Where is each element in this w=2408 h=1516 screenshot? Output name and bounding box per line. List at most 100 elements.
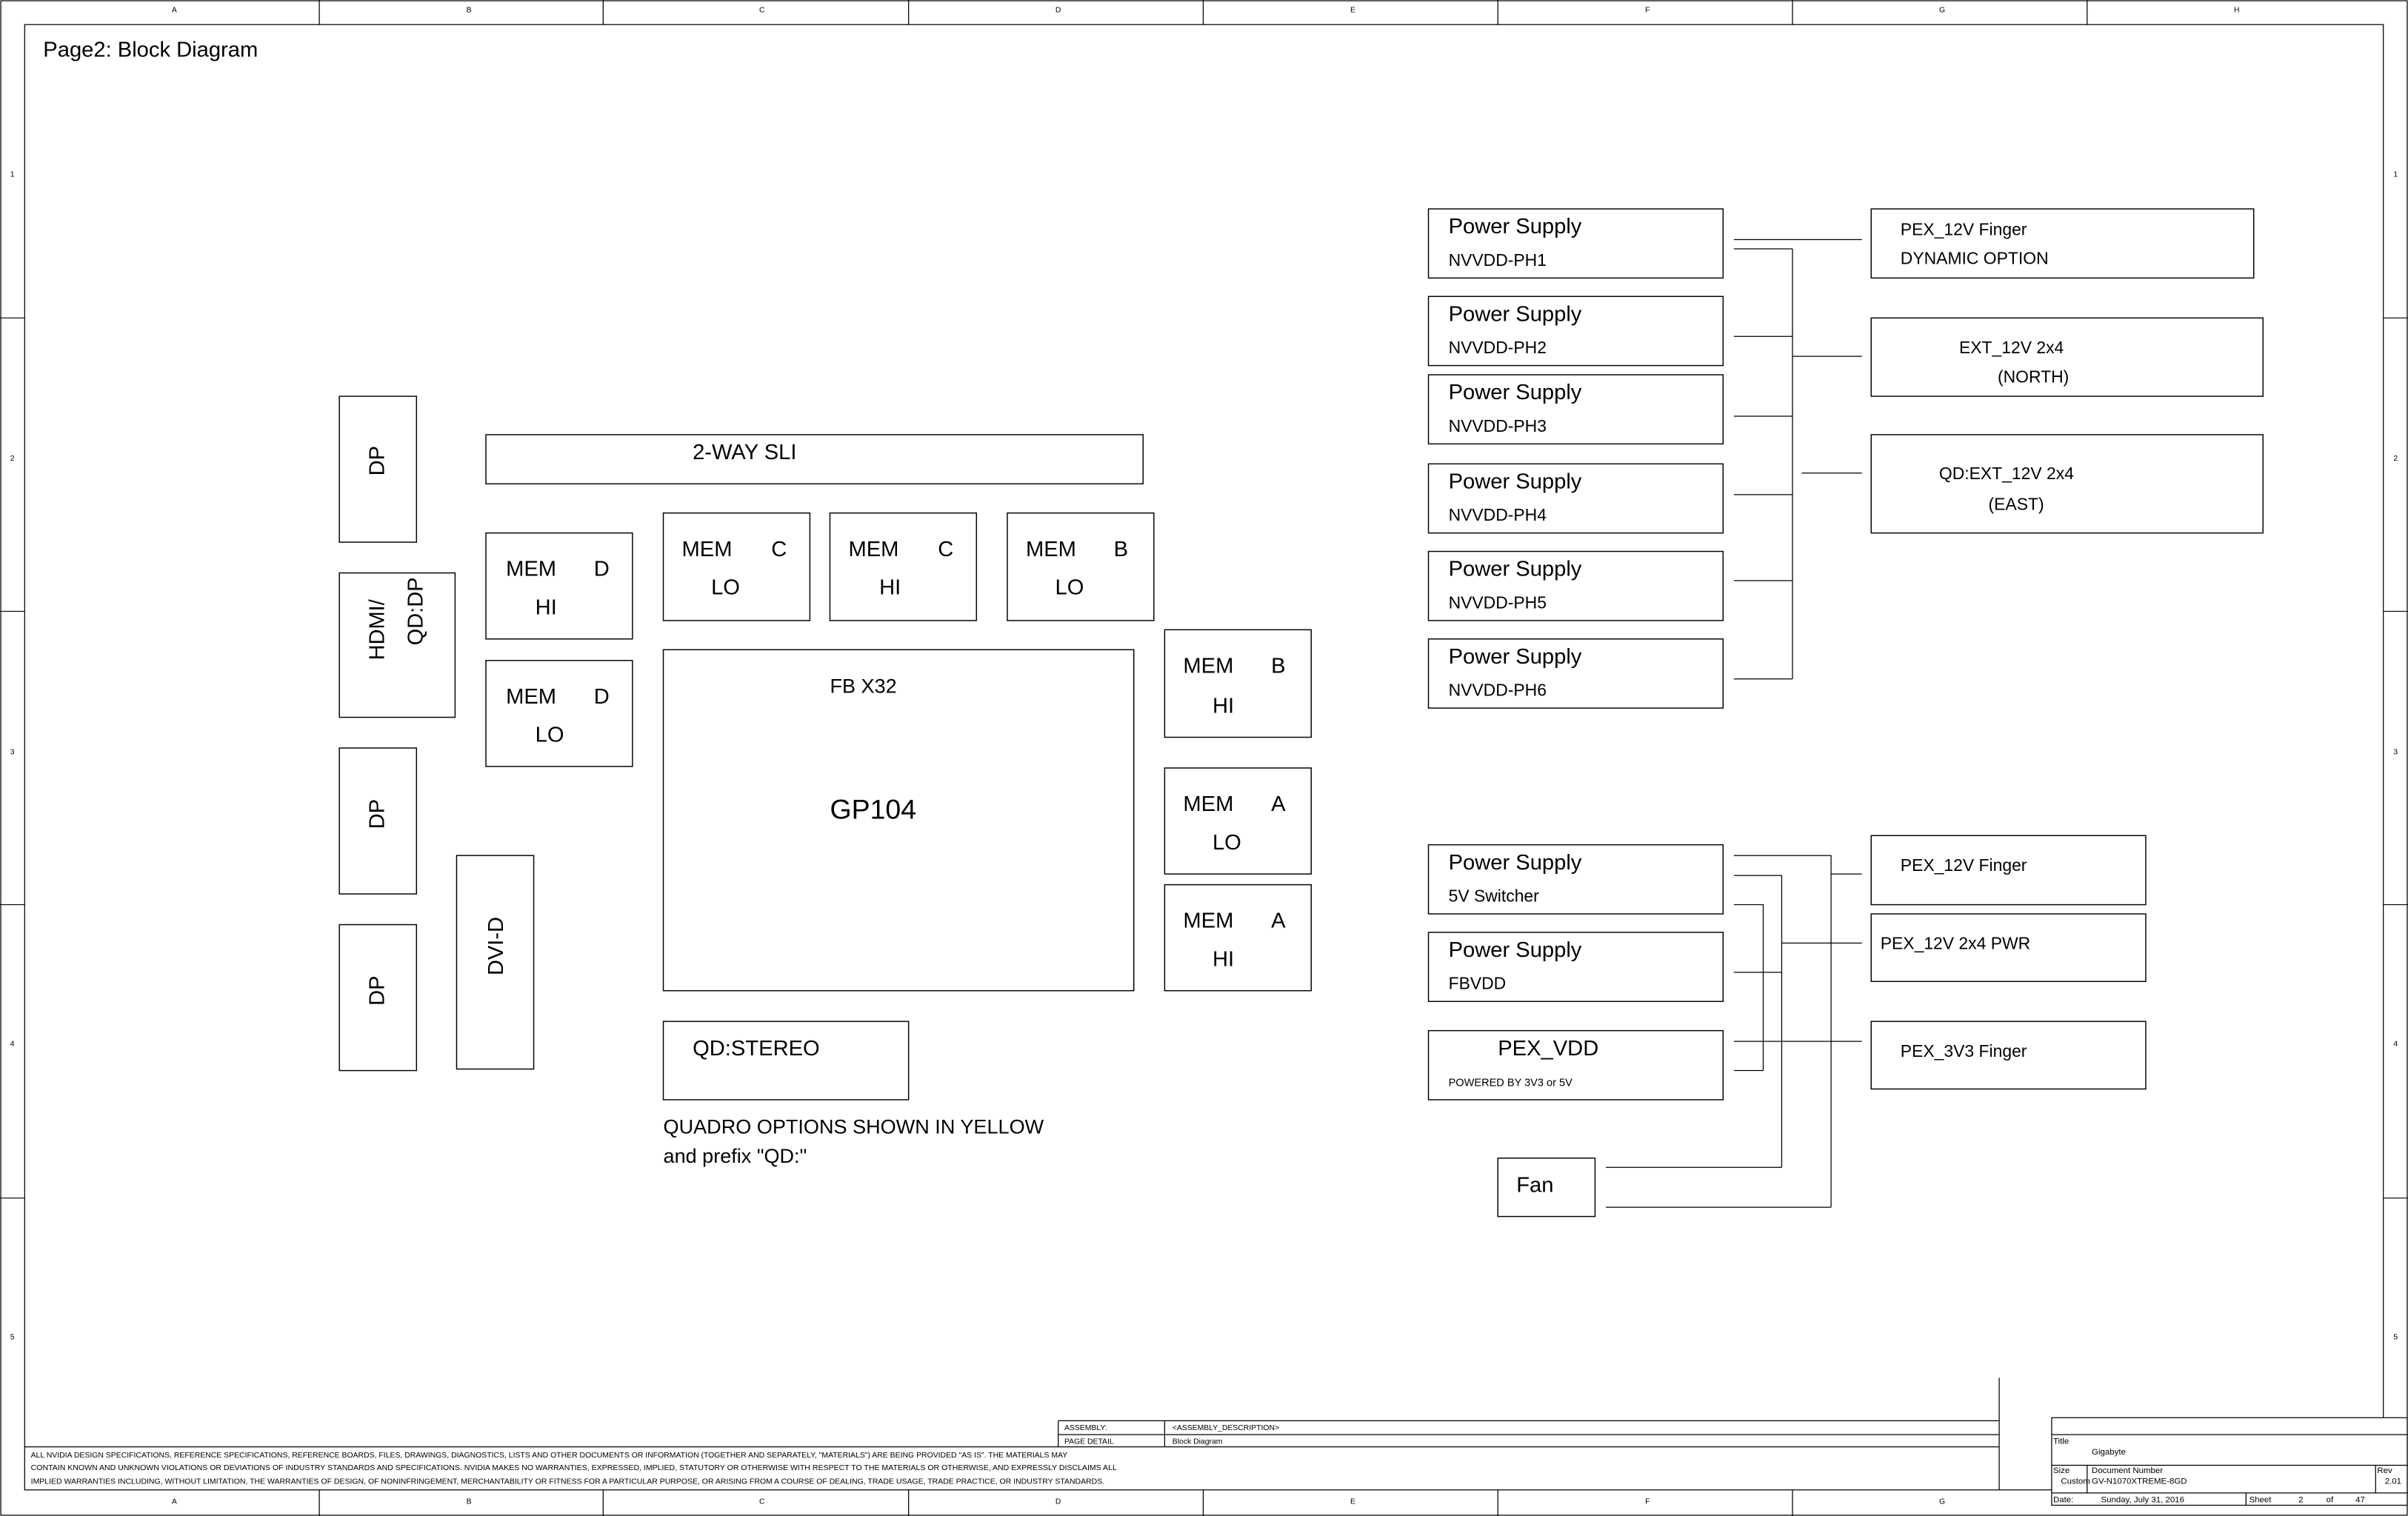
disclaimer-line: ALL NVIDIA DESIGN SPECIFICATIONS, REFERE…: [31, 1452, 1068, 1460]
wire-12v-2x4-rail: [1733, 875, 1862, 1168]
column-label: B: [467, 7, 472, 15]
stereo-label: QD:STEREO: [693, 1037, 820, 1061]
top-column-labels: A B C D E F G H: [172, 7, 2240, 15]
gpu-block: FB X32 GP104: [662, 649, 1135, 992]
memory-box: [1164, 629, 1312, 738]
gpu-box: [662, 649, 1135, 992]
power-supply-rail: NVVDD-PH4: [1449, 505, 1547, 524]
mem-d-lo: MEM D LO: [485, 660, 633, 767]
power-supply-rail: NVVDD-PH3: [1449, 416, 1547, 435]
rev-value: 2.01: [2385, 1477, 2401, 1486]
dp-connector-2: DP: [338, 747, 418, 895]
power-supply-nvvdd-ph6: Power Supply NVVDD-PH6: [1427, 638, 1724, 709]
memory-channel: C: [938, 538, 953, 561]
column-label: D: [1055, 7, 1061, 15]
title-block-grid: [2051, 1434, 2408, 1506]
column-label: D: [1055, 1497, 1061, 1506]
disclaimer-line: CONTAIN KNOWN AND UNKNOWN VIOLATIONS OR …: [31, 1464, 1118, 1472]
memory-channel: C: [771, 538, 787, 561]
dp-connector-box: [338, 747, 418, 895]
sli-label: 2-WAY SLI: [693, 441, 796, 464]
memory-half: HI: [536, 596, 557, 620]
power-supply-box: [1427, 295, 1724, 367]
power-supply-box: [1427, 844, 1724, 915]
memory-box: [662, 512, 811, 621]
mem-a-hi: MEM A HI: [1164, 884, 1312, 992]
input-pex-12v-finger-dynamic: PEX_12V Finger DYNAMIC OPTION: [1870, 208, 2255, 279]
pex-vdd-box: [1427, 1029, 1724, 1101]
input-qd-ext-12v-east: QD:EXT_12V 2x4 (EAST): [1870, 434, 2264, 534]
row-label: 3: [2393, 748, 2398, 756]
power-supply-5v-switcher: Power Supply 5V Switcher: [1427, 844, 1724, 915]
power-supply-nvvdd-ph1: Power Supply NVVDD-PH1: [1427, 208, 1724, 279]
fan-block: Fan: [1497, 1158, 1596, 1218]
input-pex-3v3-finger: PEX_3V3 Finger: [1870, 1021, 2147, 1090]
hdmi-connector-label: HDMI/: [366, 598, 390, 660]
display-connectors: DP HDMI/ QD:DP DP DP DVI-D: [338, 395, 535, 1072]
input-label: PEX_12V Finger: [1901, 855, 2027, 875]
memory-box: [485, 660, 633, 767]
top-ruler-dividers: [318, 0, 2088, 25]
memory-half: LO: [1055, 576, 1084, 600]
memory-half: LO: [1213, 831, 1241, 855]
input-label: PEX_12V 2x4 PWR: [1881, 934, 2030, 953]
input-label: PEX_12V Finger: [1901, 219, 2027, 238]
memory-channel: B: [1271, 654, 1285, 678]
column-label: A: [172, 1497, 177, 1506]
power-supply-label: Power Supply: [1449, 215, 1582, 238]
power-supply-fbvdd: Power Supply FBVDD: [1427, 932, 1724, 1002]
mem-b-lo: MEM B LO: [1007, 512, 1155, 621]
memory-half: HI: [1213, 694, 1234, 718]
row-label: 2: [10, 455, 15, 463]
power-supply-rail: NVVDD-PH1: [1449, 250, 1547, 270]
memory-label: MEM: [682, 538, 733, 561]
disclaimer: ALL NVIDIA DESIGN SPECIFICATIONS, REFERE…: [31, 1452, 1118, 1486]
input-box: [1870, 835, 2147, 906]
input-pex-12v-finger: PEX_12V Finger: [1870, 835, 2147, 906]
mem-c-lo: MEM C LO: [662, 512, 811, 621]
page-title: Page2: Block Diagram: [43, 39, 258, 62]
page-detail-label: PAGE DETAIL: [1064, 1438, 1114, 1446]
column-label: C: [759, 7, 765, 15]
dp-connector-label: DP: [366, 799, 390, 829]
memory-channel: D: [594, 685, 610, 709]
wire-12v-finger-rail: [1733, 855, 1862, 1208]
row-label: 1: [2393, 171, 2398, 179]
mem-c-hi: MEM C HI: [829, 512, 978, 621]
assembly-value: <ASSEMBLY_DESCRIPTION>: [1173, 1424, 1279, 1432]
row-label: 4: [2393, 1040, 2398, 1048]
row-label: 1: [10, 171, 15, 179]
left-ruler-dividers: [0, 317, 25, 1199]
power-supply-label: Power Supply: [1449, 303, 1582, 327]
dp-connector-label: DP: [366, 976, 390, 1006]
upper-power-inputs: PEX_12V Finger DYNAMIC OPTION EXT_12V 2x…: [1870, 208, 2264, 534]
dp-connector-3: DP: [338, 924, 418, 1072]
memory-channel: A: [1271, 909, 1286, 933]
title-value: Gigabyte: [2092, 1448, 2126, 1457]
memory-channel: D: [594, 558, 610, 581]
power-supply-box: [1427, 208, 1724, 279]
column-label: C: [759, 1497, 765, 1506]
input-label: PEX_3V3 Finger: [1901, 1041, 2027, 1061]
rev-label: Rev: [2377, 1466, 2392, 1475]
memory-box: [1164, 767, 1312, 875]
row-label: 5: [2393, 1334, 2398, 1342]
document-number-label: Document Number: [2092, 1466, 2163, 1475]
memory-half: LO: [711, 576, 740, 600]
date-label: Date:: [2053, 1495, 2073, 1504]
power-supply-box: [1427, 463, 1724, 534]
memory-label: MEM: [1026, 538, 1076, 561]
power-supply-nvvdd-ph2: Power Supply NVVDD-PH2: [1427, 295, 1724, 367]
stereo-block: QD:STEREO: [662, 1021, 910, 1101]
dp-connector-1: DP: [338, 395, 418, 543]
memory-label: MEM: [848, 538, 898, 561]
input-sublabel: (NORTH): [1998, 367, 2069, 386]
inner-border: [24, 24, 2384, 1491]
mem-a-lo: MEM A LO: [1164, 767, 1312, 875]
memory-box: [1164, 884, 1312, 992]
memory-half: HI: [879, 576, 901, 600]
title-block: Title Gigabyte Size Custom Document Numb…: [2051, 1417, 2408, 1506]
power-supply-box: [1427, 374, 1724, 445]
